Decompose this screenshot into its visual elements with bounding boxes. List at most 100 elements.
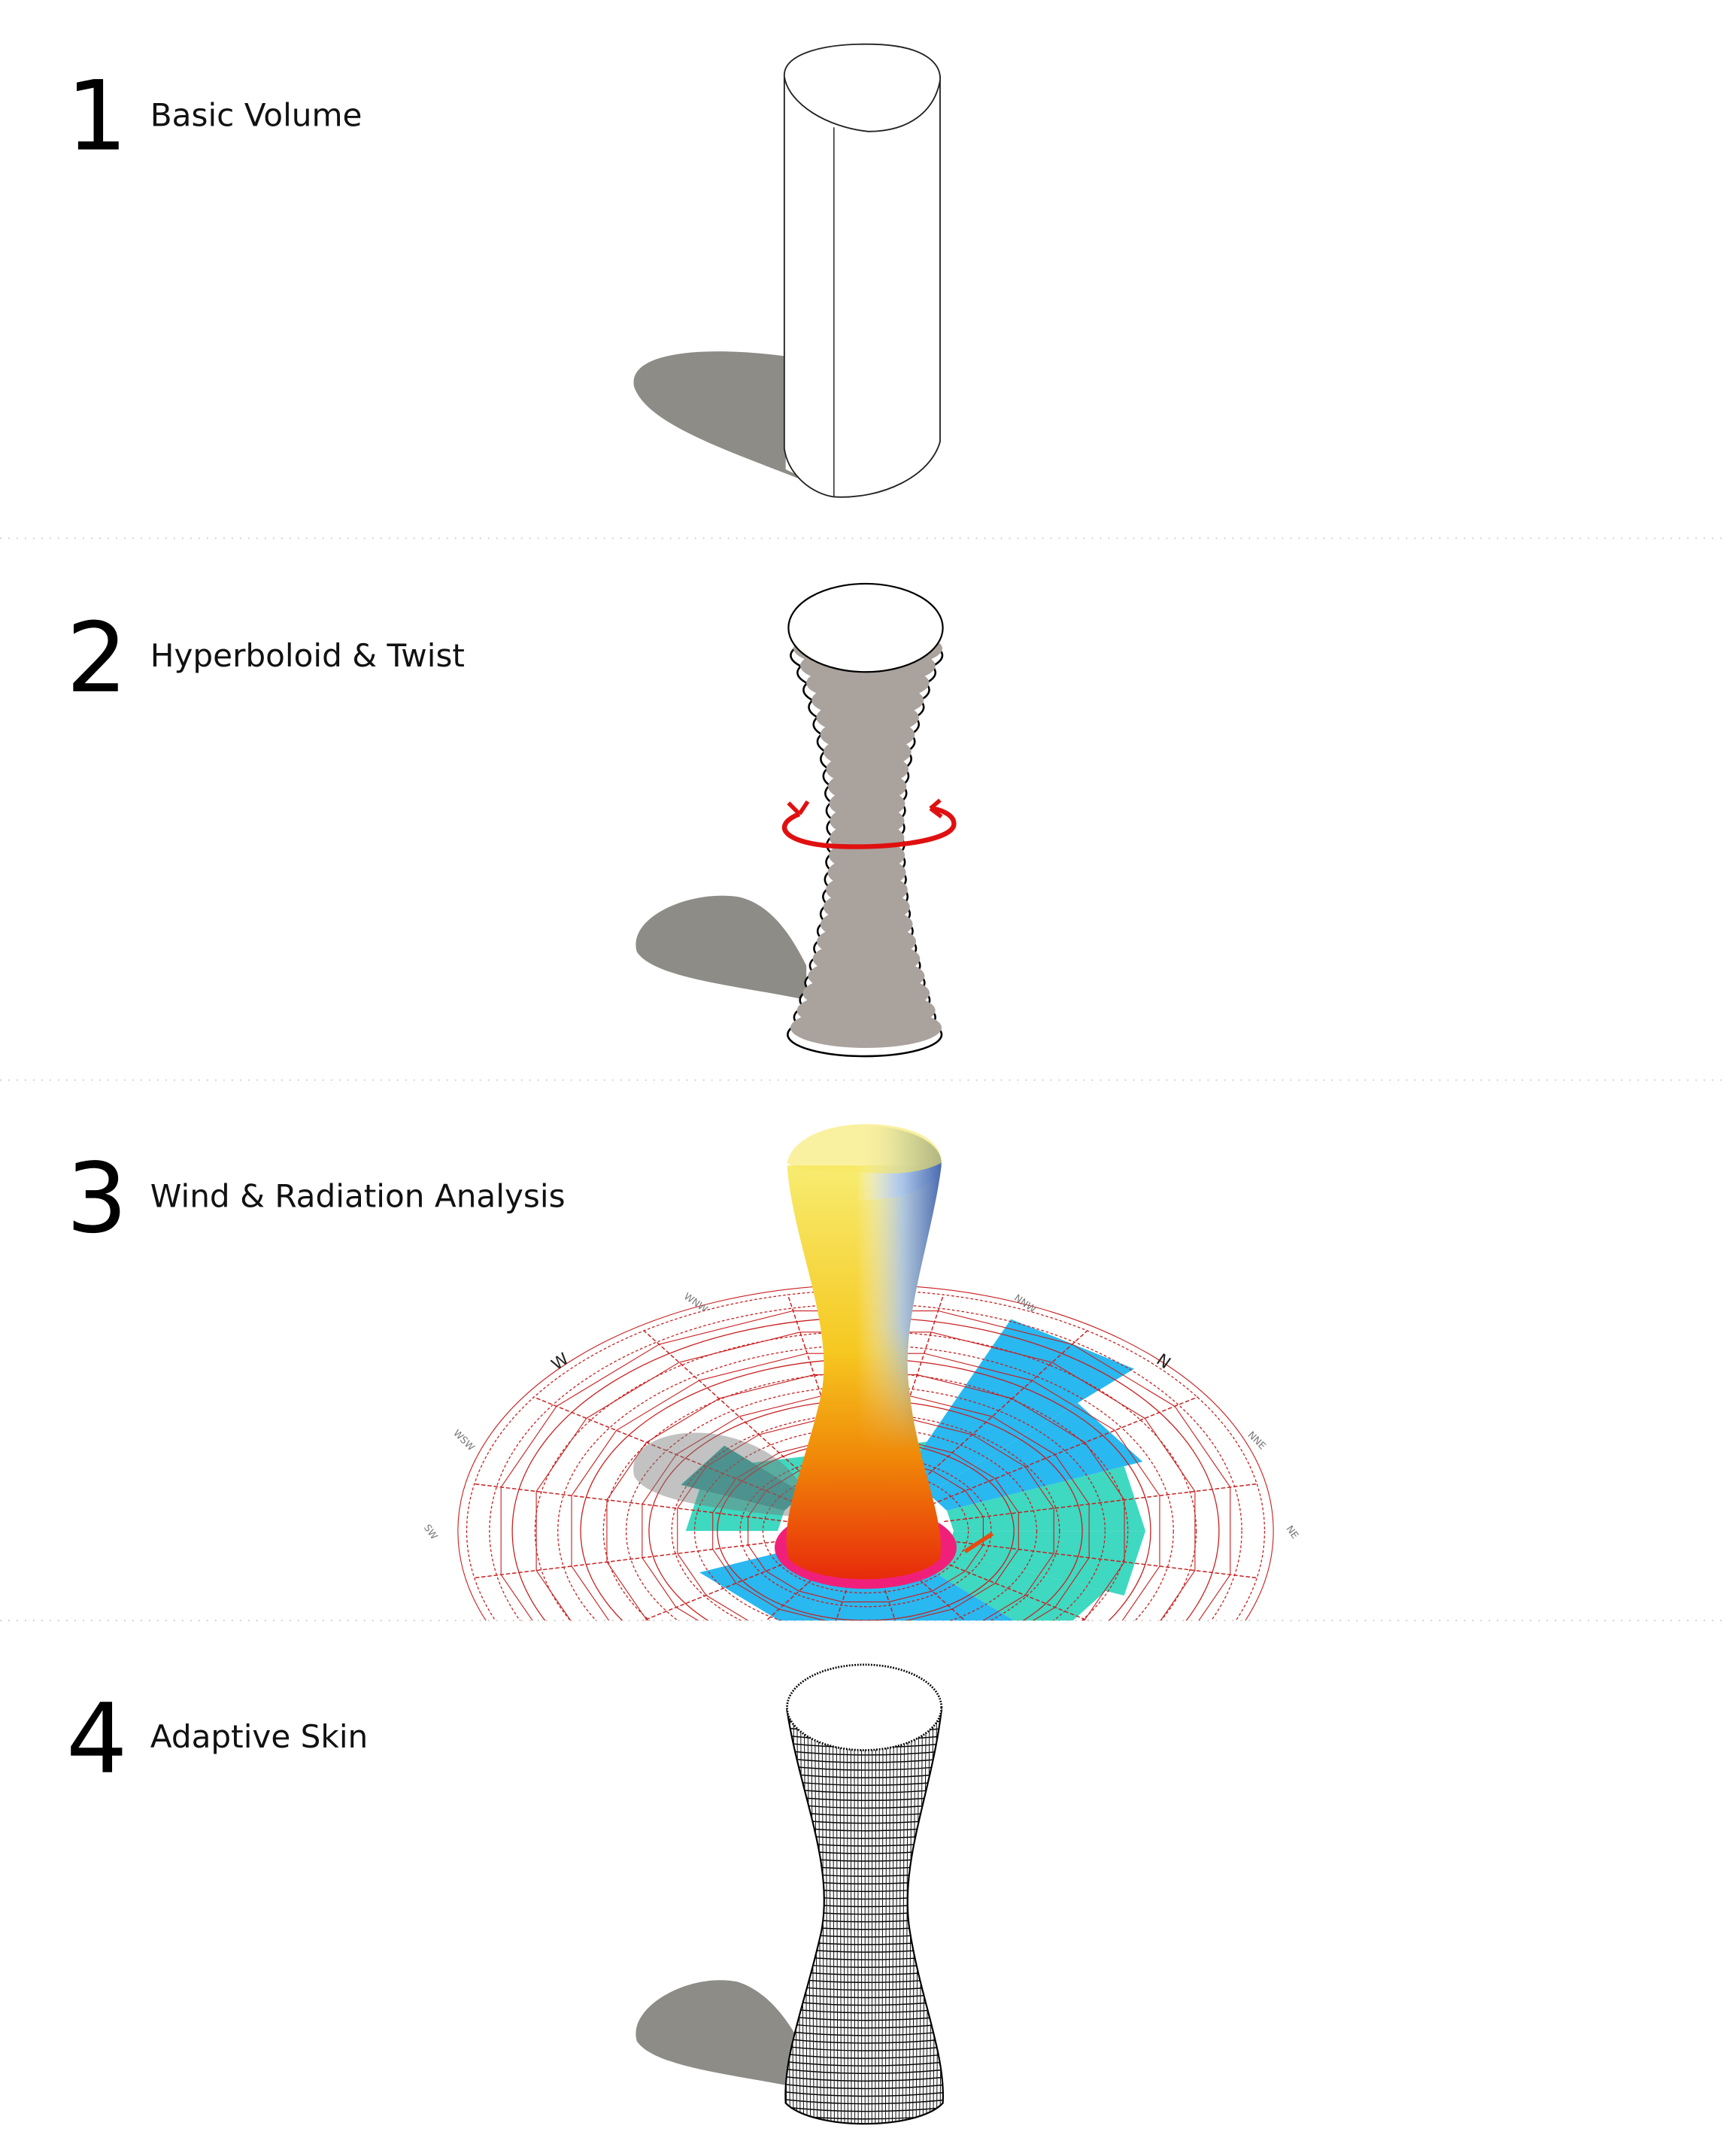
panel-row-line (785, 1942, 943, 1953)
panel-row-line (785, 1972, 943, 1984)
panel-column-line (829, 1710, 832, 2124)
wind-rose-bin (994, 1549, 1019, 1584)
panel-row-line (785, 2055, 943, 2066)
wind-rose-bin (606, 1562, 647, 1620)
step-number: 3 (66, 1143, 128, 1255)
panel-row-line (785, 1813, 943, 1824)
wind-rose-bin (902, 1417, 972, 1435)
wind-rose-bin (677, 1466, 707, 1509)
wind-rose-spoke (473, 1483, 787, 1523)
panel-row-line (785, 1797, 943, 1809)
panel-row-line (785, 1828, 943, 1839)
panel-column-line (954, 1703, 958, 2137)
wind-rose-bin (932, 1571, 966, 1592)
wind-rose-spoke (909, 1570, 966, 1621)
panel-column-line (891, 1710, 894, 2124)
wind-rose-bin (1054, 1557, 1090, 1608)
panel-row-line (785, 1782, 943, 1794)
wind-rose-bin (712, 1549, 737, 1584)
panel-row-line (785, 2070, 943, 2082)
tower-shadow (636, 1980, 807, 2090)
direction-label-wsw: WSW (450, 1428, 477, 1454)
wind-rose-bin (736, 1583, 780, 1610)
panel-row-line (785, 2063, 943, 2074)
panel-column-line (898, 1710, 902, 2124)
wind-rose-bin (719, 1663, 814, 1687)
panel-column-line (905, 1710, 909, 2124)
panel-row-line (785, 2033, 943, 2044)
panel-column-line (843, 1710, 845, 2124)
wind-rose-bin (1082, 1619, 1085, 1621)
wind-rose-bin (982, 1595, 1026, 1621)
wind-rose-bin (992, 1416, 1056, 1455)
wind-rose-bin (1121, 1565, 1160, 1621)
tower-top (786, 1663, 943, 1751)
panel-row-line (785, 2109, 943, 2120)
basic-volume-tower (633, 43, 941, 498)
direction-label-ne: NE (1284, 1524, 1300, 1541)
step-title: Basic Volume (150, 96, 362, 133)
wind-rose-bin (748, 1544, 766, 1571)
wind-rose-bin (938, 1717, 1072, 1751)
wind-rose-bin (903, 1627, 972, 1644)
wind-rose-bin (888, 1590, 933, 1602)
wind-rose-bin (500, 1574, 533, 1621)
panel-row-line (785, 1752, 943, 1763)
wind-rose-bin (1012, 1398, 1085, 1443)
wind-rose-ring (693, 1427, 1038, 1621)
panel-row-line (785, 2018, 943, 2029)
wind-rose-bin (675, 1607, 699, 1621)
panel-row-line (785, 2010, 943, 2021)
wind-rose-spoke (473, 1539, 787, 1579)
wind-rose-bin (659, 1717, 793, 1751)
wind-rose-spoke (532, 1396, 799, 1505)
step-title: Wind & Radiation Analysis (150, 1177, 566, 1214)
direction-label-wnw: WNW (681, 1291, 709, 1316)
panel-row-line (785, 2078, 943, 2090)
wind-rose-bin (679, 1699, 800, 1729)
panel-column-line (878, 1710, 880, 2124)
wind-rose-bin (586, 1362, 680, 1419)
wind-petal (681, 1445, 804, 1511)
panel-row-line (785, 1745, 943, 1756)
wind-rose-spoke (909, 1329, 1088, 1492)
wind-rose-bin (677, 1553, 707, 1596)
panel-row-line (785, 2048, 943, 2059)
wind-rose-bin (705, 1434, 760, 1468)
wind-rose-bin (932, 1470, 966, 1492)
wind-rose-bin (739, 1395, 822, 1417)
direction-label-sw: SW (421, 1523, 439, 1542)
wind-rose-bin (500, 1406, 557, 1488)
wind-rose-bin (712, 1478, 737, 1513)
panel-column-line (881, 1710, 884, 2124)
panel-row-line (785, 1912, 943, 1923)
wind-rose-bin (587, 1644, 679, 1699)
wind-rose-bin (972, 1434, 1026, 1468)
step-number: 4 (66, 1684, 128, 1796)
panel-column-line (950, 1703, 954, 2137)
panel-column-line (957, 1703, 961, 2137)
panel-row-line (785, 1919, 943, 1930)
wind-rose-bin (1072, 1656, 1175, 1717)
panel-row-line (785, 1767, 943, 1778)
tower-body (783, 75, 941, 498)
wind-rose-bin (1174, 1406, 1231, 1488)
panel-row-line (785, 1805, 943, 1817)
step-number: 2 (66, 603, 128, 715)
wind-rose-bin (646, 1398, 720, 1443)
direction-label-w: W (548, 1350, 572, 1374)
wind-petal (899, 1319, 1135, 1494)
wind-rose-ring (534, 1331, 1197, 1621)
wind-rose-spoke (944, 1483, 1258, 1523)
panel-row-line (785, 1896, 943, 1908)
panel-row-line (785, 1957, 943, 1968)
wind-rose-bin (739, 1645, 821, 1666)
tower-shadow (633, 351, 827, 490)
wind-rose-bin (965, 1490, 984, 1517)
panel-column-line (821, 1710, 825, 2124)
wind-petal (685, 1489, 784, 1532)
wind-rose-bin (646, 1619, 649, 1621)
wind-rose-bin (924, 1353, 1033, 1381)
panel-column-line (888, 1710, 891, 2124)
wind-rose-bin (931, 1699, 1052, 1729)
